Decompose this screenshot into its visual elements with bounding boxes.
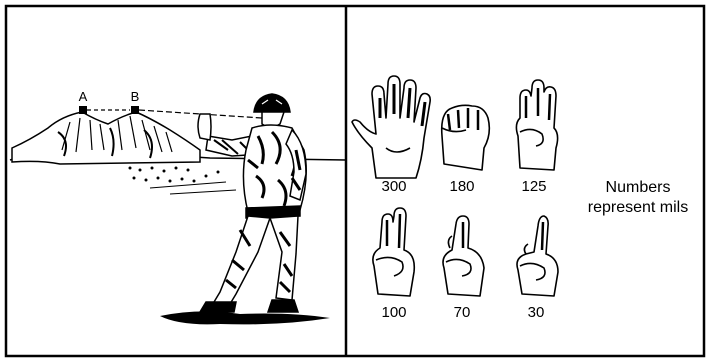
soldier-figure	[160, 94, 330, 324]
point-b-marker	[131, 106, 139, 114]
left-boot	[200, 302, 236, 312]
hand-three-fingers-icon	[516, 80, 557, 170]
hand-value-300: 300	[381, 178, 406, 195]
hand-value-30: 30	[528, 304, 545, 321]
ground-shadow	[160, 311, 330, 324]
hill-left	[12, 112, 200, 164]
hand-spread-icon	[352, 76, 430, 178]
hand-one-finger-sideways-icon	[443, 216, 484, 296]
hand-thumb-up-icon	[517, 216, 558, 296]
hand-value-125: 125	[521, 178, 546, 195]
point-a-marker	[79, 106, 87, 114]
hand-value-70: 70	[454, 304, 471, 321]
mils-note-line2: represent mils	[566, 198, 710, 218]
measuring-hand	[198, 114, 211, 140]
mils-note-line1: Numbers	[566, 178, 710, 198]
mils-note: Numbers represent mils	[566, 178, 710, 218]
ground-dots	[129, 167, 220, 183]
right-boot	[268, 300, 298, 312]
left-leg	[214, 216, 270, 304]
helmet	[254, 94, 290, 112]
point-b-label: B	[131, 89, 140, 104]
hand-value-100: 100	[381, 304, 406, 321]
hand-two-fingers-icon	[373, 208, 414, 296]
hand-fist-icon	[442, 105, 490, 170]
point-a-label: A	[79, 89, 88, 104]
hand-value-180: 180	[449, 178, 474, 195]
